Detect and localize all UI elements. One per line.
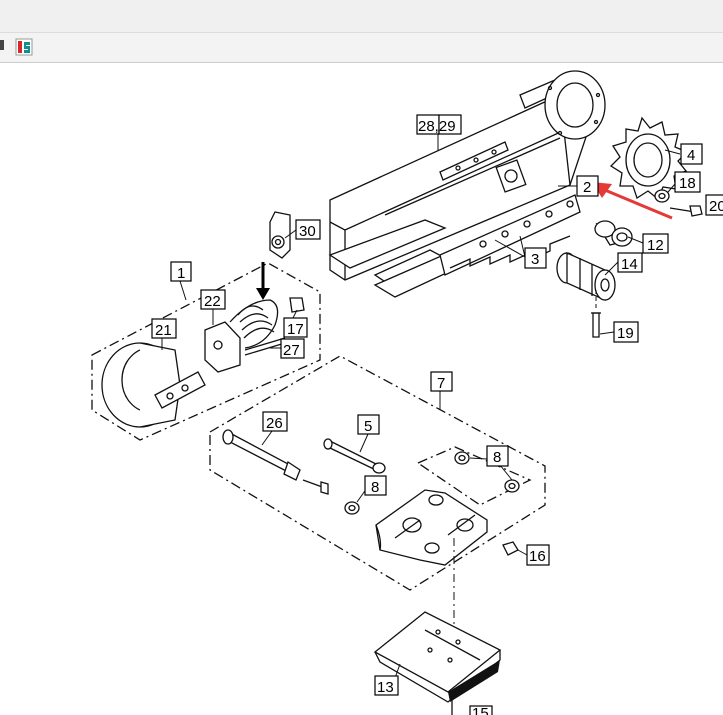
callout-22-text: 22 bbox=[204, 293, 221, 310]
callout-2-text: 2 bbox=[583, 179, 591, 196]
callout-3-text: 3 bbox=[531, 251, 539, 268]
callout-17: 17 bbox=[283, 317, 308, 338]
roller-bolt bbox=[591, 290, 601, 338]
track-shoe bbox=[373, 611, 502, 715]
callout-12-text: 12 bbox=[647, 237, 664, 254]
bushing bbox=[594, 220, 633, 247]
callout-14-text: 14 bbox=[621, 256, 638, 273]
callout-15: 15 bbox=[469, 705, 493, 715]
callout-18: 18 bbox=[674, 171, 701, 193]
callout-1: 1 bbox=[170, 261, 192, 282]
callout-30-text: 30 bbox=[299, 223, 316, 240]
callout-3: 3 bbox=[524, 247, 547, 269]
toolbar-edge-marker bbox=[0, 40, 4, 50]
track-frame bbox=[328, 70, 606, 298]
callout-13-text: 13 bbox=[377, 679, 394, 696]
callout-28-29: 28,29 bbox=[416, 114, 462, 135]
callout-5-text: 5 bbox=[364, 418, 372, 435]
callout-2: 2 bbox=[576, 175, 599, 197]
callout-8-lower: 8 bbox=[364, 475, 387, 496]
callout-19-text: 19 bbox=[617, 325, 634, 342]
callout-21-text: 21 bbox=[155, 322, 172, 339]
toolbar-strip bbox=[0, 32, 723, 61]
callout-26-text: 26 bbox=[266, 415, 283, 432]
callout-30: 30 bbox=[295, 219, 321, 240]
callout-14: 14 bbox=[617, 252, 643, 273]
callout-7-text: 7 bbox=[437, 375, 445, 392]
app-logo-icon[interactable] bbox=[15, 38, 33, 56]
washer-and-bolt bbox=[654, 189, 703, 217]
callout-20: 20 bbox=[705, 194, 723, 216]
callout-1-text: 1 bbox=[177, 265, 185, 282]
callout-22: 22 bbox=[200, 289, 226, 310]
idler-assembly bbox=[91, 262, 321, 441]
bracket-part bbox=[269, 211, 291, 259]
callout-5: 5 bbox=[357, 414, 380, 435]
callout-16-text: 16 bbox=[529, 548, 546, 565]
callout-17-text: 17 bbox=[287, 321, 304, 338]
track-link-assembly bbox=[209, 355, 546, 655]
callout-8-upper-text: 8 bbox=[493, 449, 501, 466]
callout-20-text: 20 bbox=[709, 198, 723, 215]
parts-diagram: 28,29 4 2 18 20 12 3 14 19 30 1 22 bbox=[91, 70, 723, 715]
callout-21: 21 bbox=[151, 318, 177, 339]
callout-13: 13 bbox=[374, 675, 399, 696]
callout-27-text: 27 bbox=[283, 342, 300, 359]
callout-4: 4 bbox=[680, 143, 703, 165]
toolbar bbox=[0, 0, 723, 63]
callout-16: 16 bbox=[526, 544, 550, 566]
callout-18-text: 18 bbox=[679, 175, 696, 192]
callout-8-upper: 8 bbox=[486, 445, 509, 467]
callout-19: 19 bbox=[613, 321, 639, 343]
callout-4-text: 4 bbox=[687, 147, 695, 164]
callout-27: 27 bbox=[280, 338, 305, 359]
callout-28-29-text: 28,29 bbox=[418, 118, 456, 135]
callout-12: 12 bbox=[642, 233, 669, 254]
callout-7: 7 bbox=[430, 371, 453, 392]
track-roller bbox=[556, 251, 616, 302]
callout-8-lower-text: 8 bbox=[371, 479, 379, 496]
callout-15-text: 15 bbox=[472, 705, 489, 715]
callout-26: 26 bbox=[262, 411, 288, 432]
